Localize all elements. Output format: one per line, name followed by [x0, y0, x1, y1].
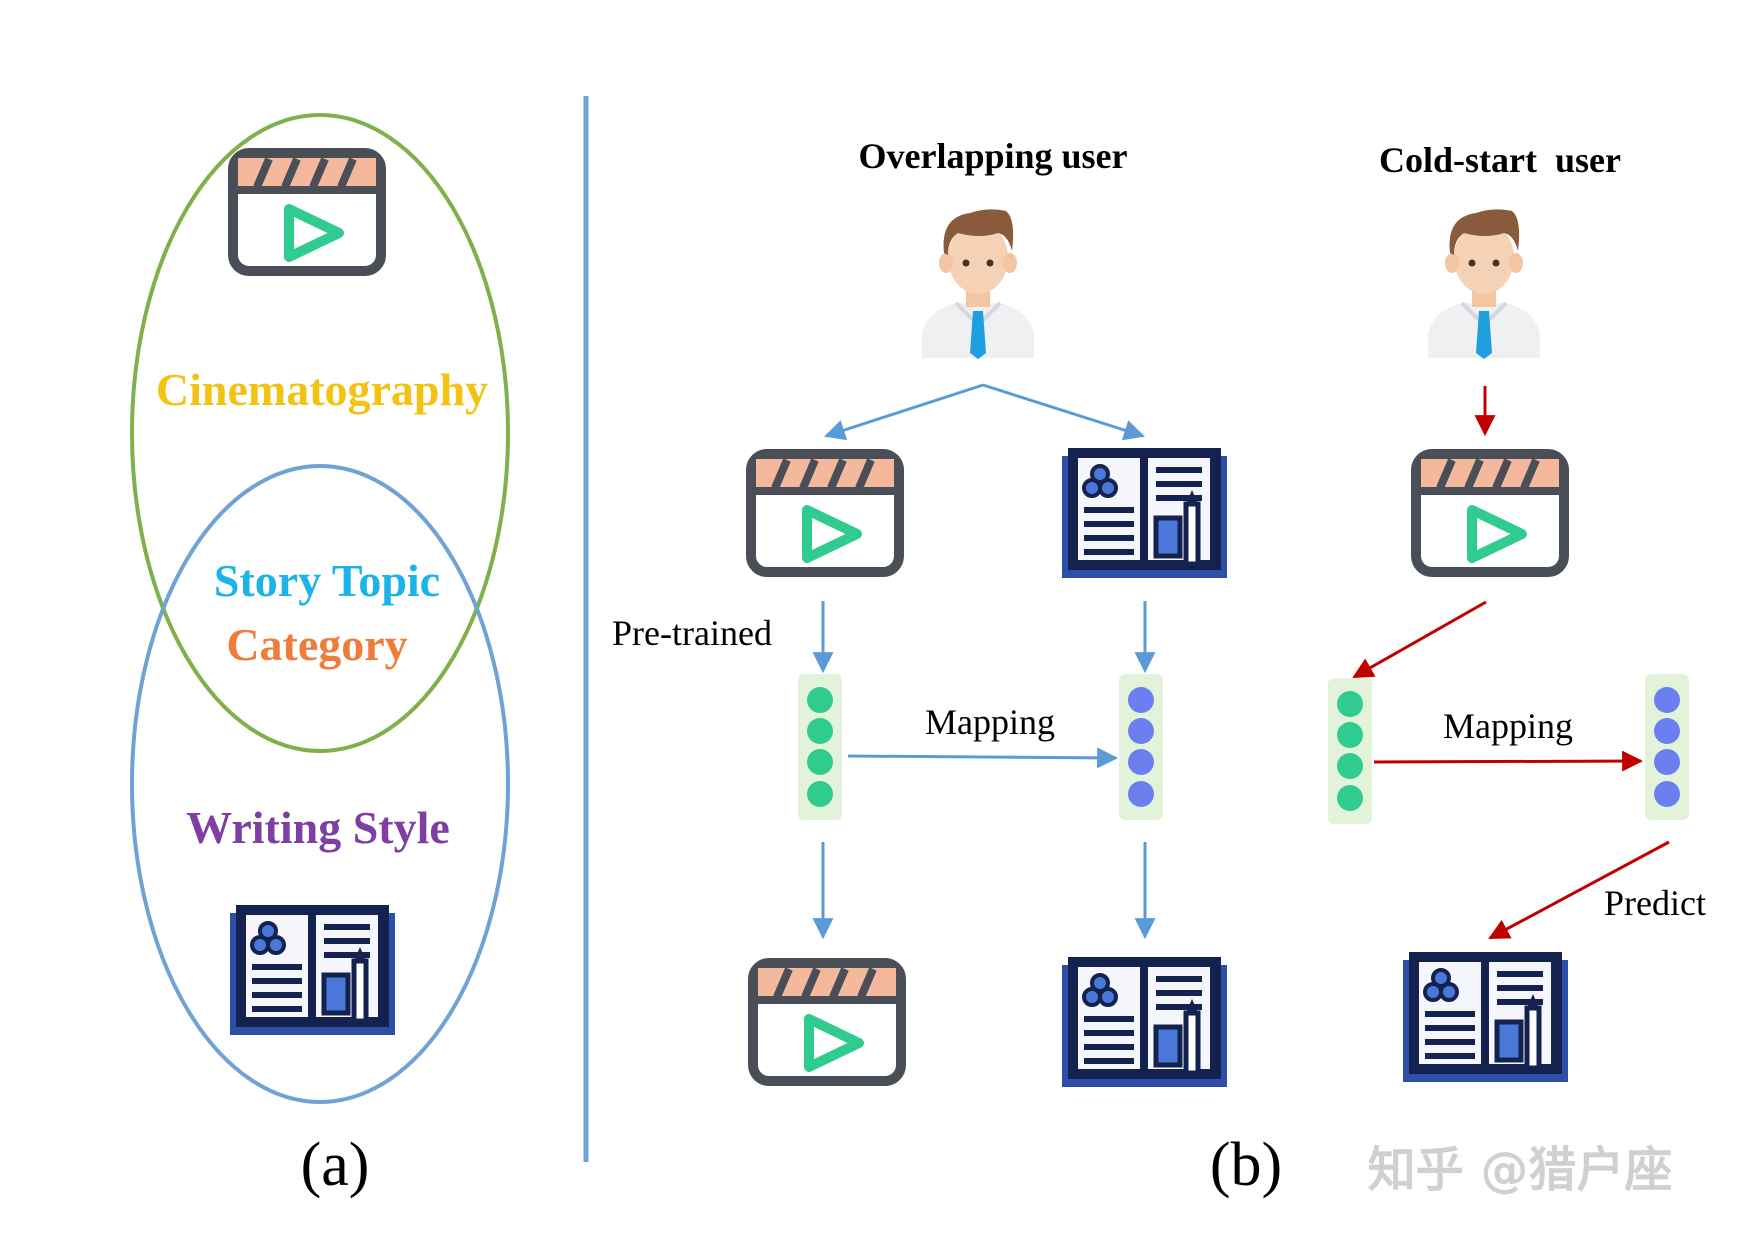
overlap-book-icon	[1062, 448, 1227, 578]
overlap-movie-embedding	[798, 674, 842, 820]
mapping-label-right: Mapping	[1443, 706, 1573, 746]
story-topic-label: Story Topic	[214, 555, 440, 606]
panel-b: Overlapping user Cold-start user Pre-tra…	[612, 136, 1706, 1199]
mapping-arrow-right	[1373, 750, 1644, 772]
coldstart-movie-icon	[1416, 454, 1564, 572]
cold-start-user-title: Cold-start user	[1379, 140, 1621, 180]
user-to-book-arrow	[982, 383, 1146, 441]
coldstart-book-embedding	[1645, 674, 1689, 820]
category-label: Category	[226, 619, 407, 670]
predicted-book-icon	[1403, 952, 1568, 1082]
movie-icon	[233, 153, 381, 271]
book-domain-ellipse	[130, 464, 510, 1104]
watermark: 知乎 @猎户座	[1368, 1142, 1673, 1198]
cinematography-label: Cinematography	[156, 364, 488, 415]
coldstart-movie-to-embedding-arrow	[1352, 600, 1487, 679]
predict-arrow	[1488, 840, 1670, 940]
pretrained-label: Pre-trained	[612, 613, 772, 653]
panel-a: Cinematography Story Topic Category Writ…	[130, 113, 510, 1199]
panel-b-label: (b)	[1210, 1131, 1282, 1199]
mapping-arrow-left	[847, 747, 1119, 769]
writing-style-label: Writing Style	[186, 802, 450, 853]
overlap-book-embedding	[1119, 674, 1163, 820]
book-icon	[230, 905, 395, 1035]
overlapping-user-title: Overlapping user	[858, 136, 1127, 176]
cold-start-user-icon	[1426, 207, 1542, 361]
output-book-icon	[1062, 957, 1227, 1087]
movie-domain-ellipse	[130, 113, 510, 753]
output-movie-icon	[753, 963, 901, 1081]
overlap-movie-icon	[751, 454, 899, 572]
panel-a-label: (a)	[301, 1131, 370, 1199]
mapping-label-left: Mapping	[925, 702, 1055, 742]
user-to-movie-arrow	[824, 383, 984, 441]
overlapping-user-icon	[920, 207, 1036, 361]
predict-label: Predict	[1604, 883, 1706, 923]
coldstart-movie-embedding	[1328, 678, 1372, 824]
